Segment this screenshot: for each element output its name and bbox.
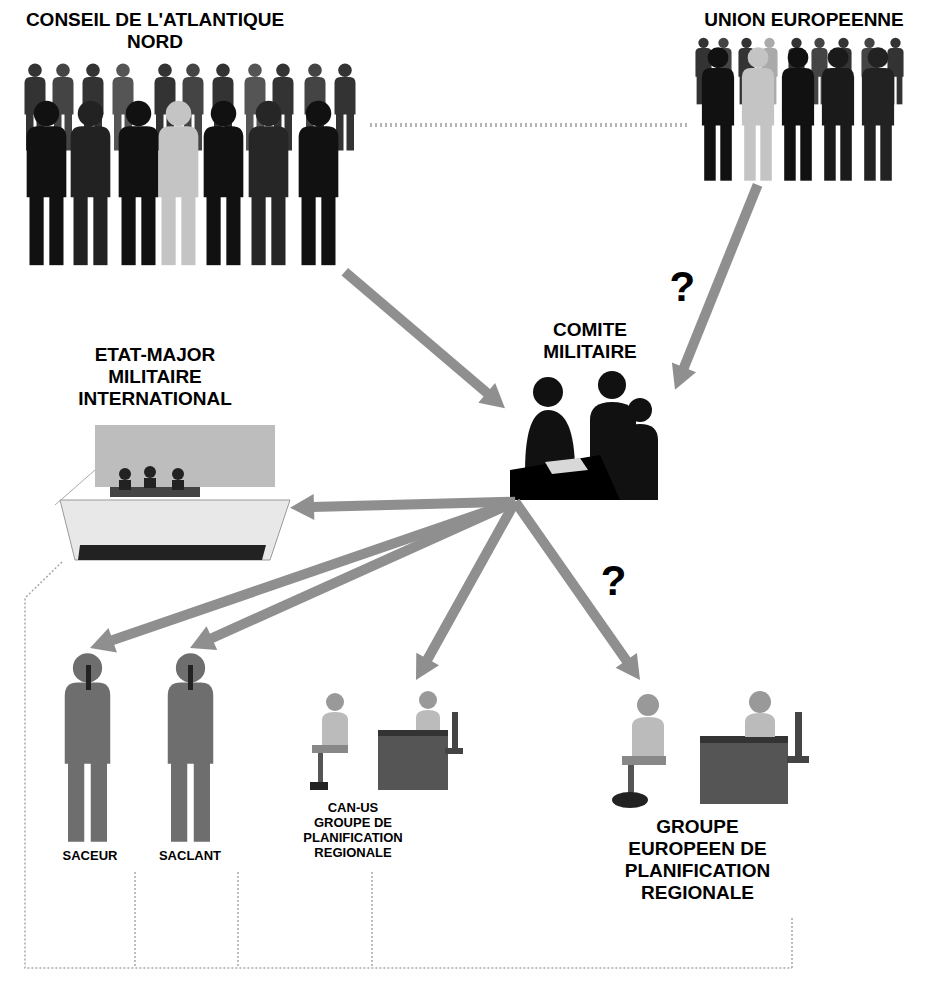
node-title: GROUPE EUROPEEN DE PLANIFICATION REGIONA… [615,816,780,903]
node-title: SACLANT [145,849,235,864]
text-block: SACLANT [145,849,235,864]
edge-label: ? [599,560,629,602]
connector-group [370,124,688,125]
office-figure [310,691,463,790]
arrow-head [616,653,640,680]
connector-group [345,272,505,409]
dotted-bracket [25,562,792,968]
text-block: GROUPE EUROPEEN DE PLANIFICATION REGIONA… [615,816,780,903]
dotted-link [370,123,688,127]
node-title: SACEUR [45,849,135,864]
node-title: UNION EUROPEENNE [688,9,920,31]
conference-room [55,425,290,560]
crowd-figure [695,38,903,181]
text-block: SACEUR [45,849,135,864]
command-arrow [312,502,515,507]
command-arrow [210,502,515,639]
arrow-head [416,653,439,680]
connector-group [515,502,640,680]
text-block: CAN-US GROUPE DE PLANIFICATION REGIONALE [300,801,406,861]
commander-figure [65,653,214,842]
connector-group [90,502,515,653]
text-block: UNION EUROPEENNE [688,9,920,31]
node-title: COMITE MILITAIRE [525,319,655,363]
crowd-figure [25,64,356,266]
command-arrow [427,502,516,661]
org-node: ETAT-MAJOR MILITAIRE INTERNATIONAL [50,340,290,564]
edge-label: ? [667,266,697,308]
node-title: CONSEIL DE L'ATLANTIQUE NORD [10,9,300,53]
text-block: CONSEIL DE L'ATLANTIQUE NORD [10,9,300,53]
connector-group [190,502,515,650]
committee-figure [510,371,658,500]
command-arrow [345,272,488,394]
text-block: ETAT-MAJOR MILITAIRE INTERNATIONAL [70,344,240,410]
org-node: GROUPE EUROPEEN DE PLANIFICATION REGIONA… [595,680,820,907]
arrow-head [290,494,314,520]
arrow-head [478,383,505,408]
org-node: SACEUR [45,648,135,868]
org-node: UNION EUROPEENNE [688,5,920,185]
node-title: CAN-US GROUPE DE PLANIFICATION REGIONALE [300,801,406,861]
org-node: SACLANT [145,648,235,868]
arrow-head [190,626,217,650]
node-title: ETAT-MAJOR MILITAIRE INTERNATIONAL [70,344,240,410]
org-node: COMITE MILITAIRE [505,315,675,502]
office-figure [612,691,809,808]
text-block: COMITE MILITAIRE [525,319,655,363]
arrow-head [672,363,696,390]
org-node: CONSEIL DE L'ATLANTIQUE NORD [10,5,370,272]
org-node: CAN-US GROUPE DE PLANIFICATION REGIONALE [290,680,470,865]
arrow-head [90,628,117,653]
connector-group [416,502,515,680]
